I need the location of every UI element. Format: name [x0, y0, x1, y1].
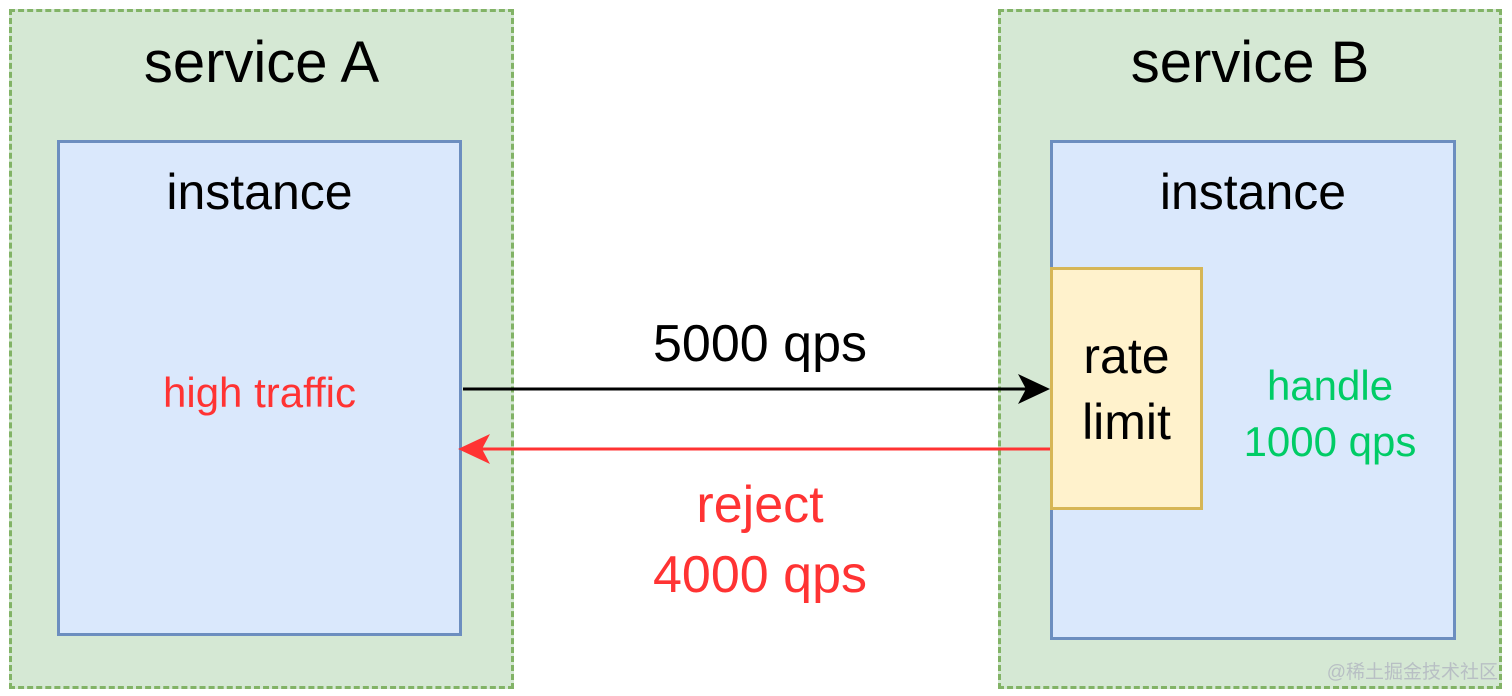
- rate-limit-label: rate limit: [1082, 323, 1171, 455]
- rate-limit-line-1: rate: [1083, 327, 1170, 384]
- request-rate-label: 5000 qps: [653, 315, 867, 373]
- service-b-instance-title: instance: [1159, 164, 1347, 220]
- service-b-title: service B: [1130, 30, 1370, 95]
- request-arrow-head-icon: [1018, 374, 1050, 404]
- handle-line-1: handle: [1266, 362, 1394, 409]
- reject-label: reject 4000 qps: [560, 470, 960, 610]
- rate-limit-box: rate limit: [1050, 267, 1203, 510]
- handle-capacity-label: handle 1000 qps: [1210, 358, 1450, 470]
- service-a-title: service A: [143, 30, 380, 95]
- watermark-text: @稀土掘金技术社区: [1326, 662, 1498, 683]
- handle-line-2: 1000 qps: [1243, 417, 1417, 465]
- service-a-instance-title: instance: [166, 164, 353, 220]
- reject-line-1: reject: [696, 476, 824, 534]
- service-a-instance: instance: [57, 140, 462, 636]
- high-traffic-label: high traffic: [163, 369, 356, 416]
- reject-line-2: 4000 qps: [653, 546, 867, 605]
- reject-arrow-head-icon: [458, 434, 490, 464]
- rate-limit-line-2: limit: [1082, 393, 1171, 450]
